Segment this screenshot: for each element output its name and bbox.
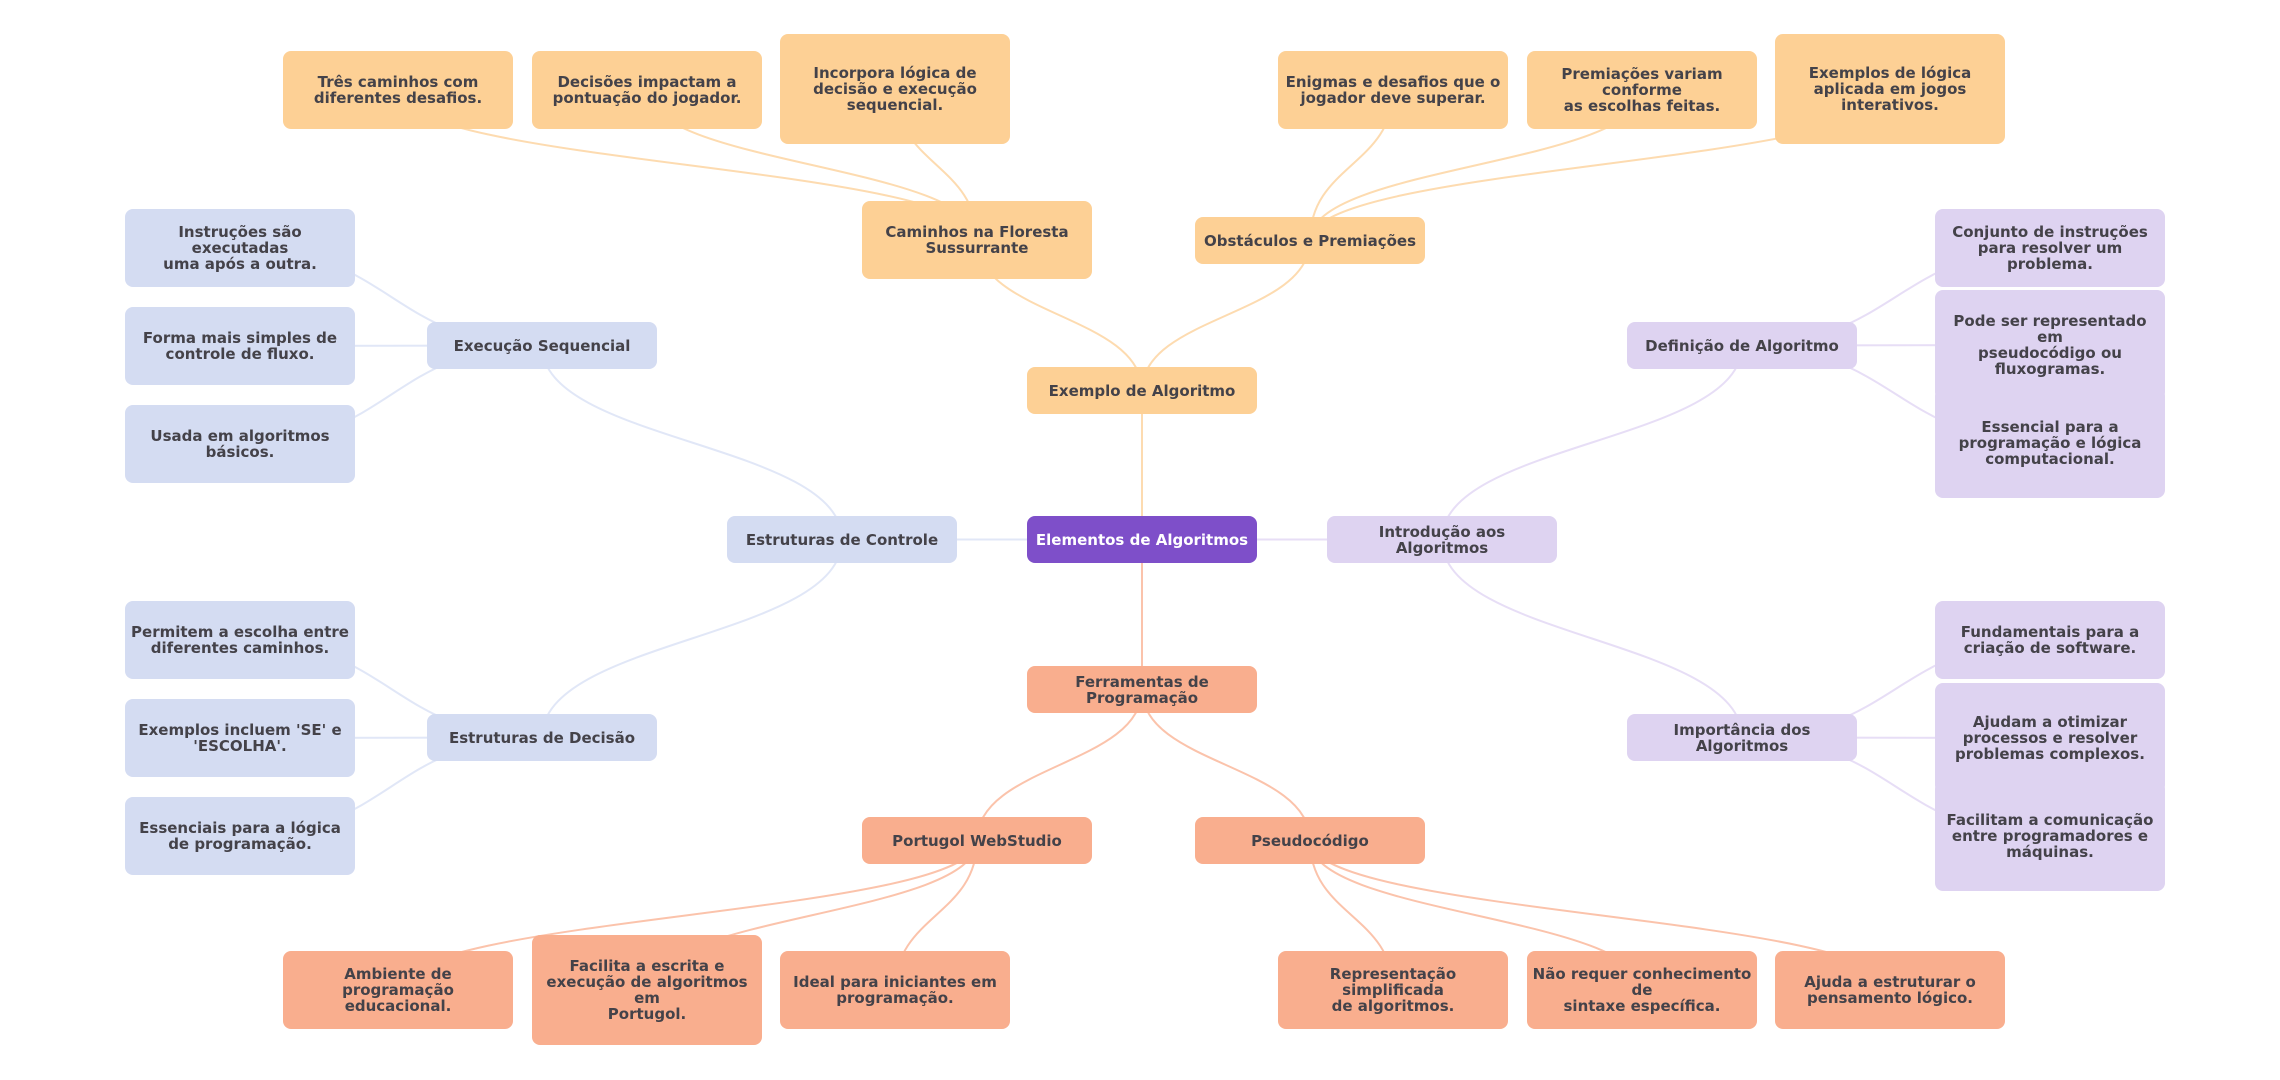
leaf-label: Ajudam a otimizar processos e resolver p…	[1955, 713, 2145, 763]
leaf-node[interactable]: Facilita a escrita e execução de algorit…	[532, 935, 762, 1045]
leaf-label: Fundamentais para a criação de software.	[1960, 623, 2140, 657]
topic-definicao-de-algoritmo[interactable]: Definição de Algoritmo	[1627, 322, 1857, 369]
connector-line	[1441, 539, 1743, 738]
leaf-node[interactable]: Ideal para iniciantes em programação.	[780, 951, 1010, 1029]
leaf-node[interactable]: Representação simplificada de algoritmos…	[1278, 951, 1508, 1029]
leaf-label: Ambiente de programação educacional.	[342, 965, 454, 1015]
leaf-label: Instruções são executadas uma após a out…	[163, 223, 317, 273]
branch-label: Introdução aos Algoritmos	[1378, 522, 1506, 557]
leaf-node[interactable]: Ajuda a estruturar o pensamento lógico.	[1775, 951, 2005, 1029]
connector-line	[976, 689, 1143, 841]
leaf-node[interactable]: Facilitam a comunicação entre programado…	[1935, 781, 2165, 891]
leaf-label: Não requer conhecimento de sintaxe espec…	[1532, 965, 1752, 1015]
leaf-label: Representação simplificada de algoritmos…	[1329, 965, 1457, 1015]
connector-line	[541, 539, 843, 738]
leaf-node[interactable]: Pode ser representado em pseudocódigo ou…	[1935, 290, 2165, 400]
leaf-label: Conjunto de instruções para resolver um …	[1952, 223, 2148, 273]
topic-pseudocodigo[interactable]: Pseudocódigo	[1195, 817, 1425, 864]
leaf-label: Facilitam a comunicação entre programado…	[1946, 811, 2154, 861]
leaf-node[interactable]: Enigmas e desafios que o jogador deve su…	[1278, 51, 1508, 129]
leaf-node[interactable]: Decisões impactam a pontuação do jogador…	[532, 51, 762, 129]
leaf-node[interactable]: Usada em algoritmos básicos.	[125, 405, 355, 483]
leaf-label: Usada em algoritmos básicos.	[150, 427, 330, 461]
leaf-node[interactable]: Fundamentais para a criação de software.	[1935, 601, 2165, 679]
leaf-node[interactable]: Ajudam a otimizar processos e resolver p…	[1935, 683, 2165, 793]
connector-line	[541, 345, 843, 540]
leaf-label: Permitem a escolha entre diferentes cami…	[131, 623, 349, 657]
leaf-label: Exemplos incluem 'SE' e 'ESCOLHA'.	[138, 721, 342, 755]
branch-introducao-aos-algoritmos[interactable]: Introdução aos Algoritmos	[1327, 516, 1557, 563]
leaf-node[interactable]: Permitem a escolha entre diferentes cami…	[125, 601, 355, 679]
leaf-label: Ajuda a estruturar o pensamento lógico.	[1804, 973, 1976, 1007]
branch-label: Ferramentas de Programação	[1075, 672, 1209, 707]
leaf-label: Incorpora lógica de decisão e execução s…	[813, 64, 977, 114]
topic-label: Execução Sequencial	[453, 336, 631, 355]
leaf-label: Essenciais para a lógica de programação.	[139, 819, 341, 853]
leaf-node[interactable]: Ambiente de programação educacional.	[283, 951, 513, 1029]
leaf-node[interactable]: Exemplos de lógica aplicada em jogos int…	[1775, 34, 2005, 144]
leaf-node[interactable]: Incorpora lógica de decisão e execução s…	[780, 34, 1010, 144]
leaf-label: Facilita a escrita e execução de algorit…	[546, 957, 748, 1023]
leaf-label: Ideal para iniciantes em programação.	[793, 973, 997, 1007]
root-node-label: Elementos de Algoritmos	[1035, 530, 1249, 549]
branch-estruturas-de-controle[interactable]: Estruturas de Controle	[727, 516, 957, 563]
root-node[interactable]: Elementos de Algoritmos	[1027, 516, 1257, 563]
leaf-label: Essencial para a programação e lógica co…	[1958, 418, 2142, 468]
topic-label: Estruturas de Decisão	[448, 728, 636, 747]
leaf-node[interactable]: Três caminhos com diferentes desafios.	[283, 51, 513, 129]
leaf-node[interactable]: Exemplos incluem 'SE' e 'ESCOLHA'.	[125, 699, 355, 777]
leaf-node[interactable]: Essenciais para a lógica de programação.	[125, 797, 355, 875]
connector-line	[1141, 689, 1311, 841]
branch-exemplo-de-algoritmo[interactable]: Exemplo de Algoritmo	[1027, 367, 1257, 414]
leaf-node[interactable]: Instruções são executadas uma após a out…	[125, 209, 355, 287]
branch-label: Exemplo de Algoritmo	[1048, 381, 1236, 400]
topic-caminhos-na-floresta[interactable]: Caminhos na Floresta Sussurrante	[862, 201, 1092, 279]
topic-label: Caminhos na Floresta Sussurrante	[885, 223, 1069, 257]
leaf-node[interactable]: Conjunto de instruções para resolver um …	[1935, 209, 2165, 287]
topic-estruturas-de-decisao[interactable]: Estruturas de Decisão	[427, 714, 657, 761]
connector-line	[1141, 240, 1311, 391]
leaf-label: Exemplos de lógica aplicada em jogos int…	[1808, 64, 1972, 114]
topic-label: Definição de Algoritmo	[1645, 336, 1839, 355]
topic-label: Portugol WebStudio	[892, 831, 1062, 850]
topic-importancia-dos-algoritmos[interactable]: Importância dos Algoritmos	[1627, 714, 1857, 761]
branch-ferramentas-de-programacao[interactable]: Ferramentas de Programação	[1027, 666, 1257, 713]
leaf-label: Três caminhos com diferentes desafios.	[313, 73, 483, 107]
topic-obstaculos-e-premiacoes[interactable]: Obstáculos e Premiações	[1195, 217, 1425, 264]
leaf-label: Decisões impactam a pontuação do jogador…	[552, 73, 742, 107]
leaf-label: Forma mais simples de controle de fluxo.	[142, 329, 338, 363]
topic-portugol-webstudio[interactable]: Portugol WebStudio	[862, 817, 1092, 864]
topic-label: Pseudocódigo	[1251, 831, 1369, 850]
topic-execucao-sequencial[interactable]: Execução Sequencial	[427, 322, 657, 369]
branch-label: Estruturas de Controle	[745, 530, 939, 549]
connector-line	[1441, 345, 1743, 540]
leaf-node[interactable]: Essencial para a programação e lógica co…	[1935, 388, 2165, 498]
leaf-label: Premiações variam conforme as escolhas f…	[1561, 65, 1723, 115]
leaf-node[interactable]: Não requer conhecimento de sintaxe espec…	[1527, 951, 1757, 1029]
topic-label: Importância dos Algoritmos	[1673, 720, 1811, 755]
leaf-label: Pode ser representado em pseudocódigo ou…	[1953, 312, 2147, 378]
leaf-label: Enigmas e desafios que o jogador deve su…	[1285, 73, 1501, 107]
topic-label: Obstáculos e Premiações	[1203, 231, 1417, 250]
leaf-node[interactable]: Premiações variam conforme as escolhas f…	[1527, 51, 1757, 129]
leaf-node[interactable]: Forma mais simples de controle de fluxo.	[125, 307, 355, 385]
